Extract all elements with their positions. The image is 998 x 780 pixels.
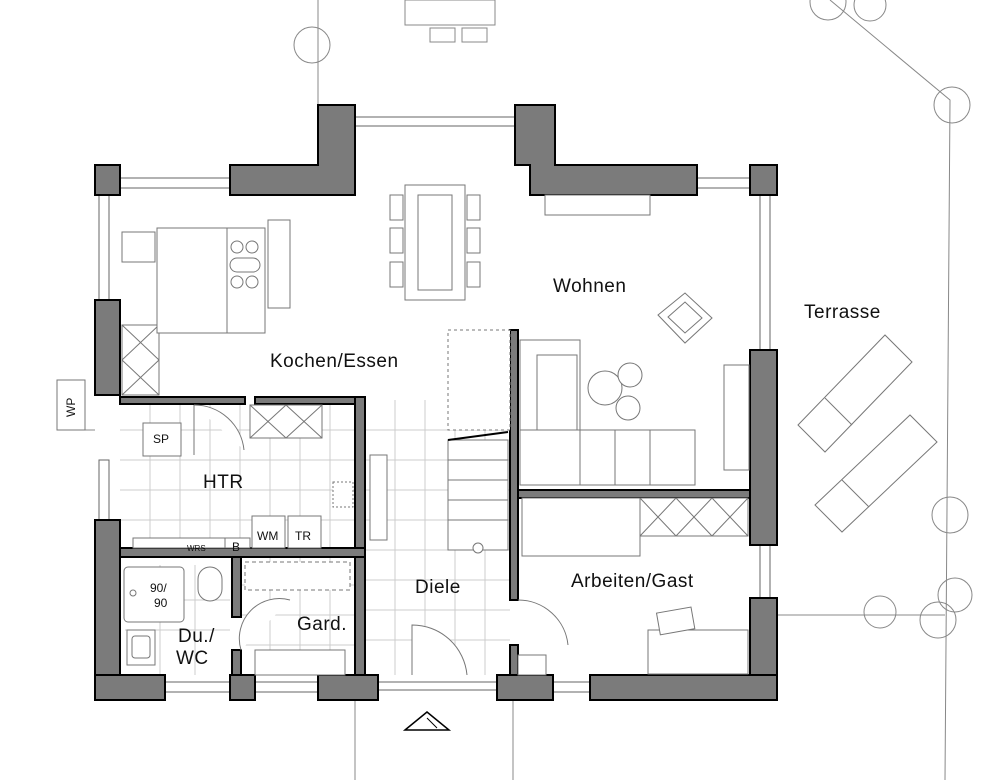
room-label-du-wc-line2: WC	[176, 648, 209, 669]
fixture-label-tr: TR	[295, 529, 311, 543]
room-label-du-wc-line1: Du./	[178, 626, 215, 647]
room-label-gard: Gard.	[297, 614, 347, 635]
fixture-label-sp: SP	[153, 432, 169, 446]
furniture	[56, 184, 750, 731]
fixture-label-wm: WM	[257, 529, 278, 543]
terrace-loungers	[797, 334, 938, 533]
fixture-label-wrs: WRS	[187, 544, 206, 553]
room-label-kochen-essen: Kochen/Essen	[270, 351, 399, 372]
shower-size-line2: 90	[154, 596, 168, 610]
room-label-arbeiten-gast: Arbeiten/Gast	[571, 571, 694, 592]
fixture-label-b: B	[232, 540, 240, 554]
room-label-htr: HTR	[203, 472, 244, 493]
room-label-wohnen: Wohnen	[553, 276, 626, 297]
walls	[94, 104, 778, 701]
fixture-label-wp: WP	[64, 398, 78, 417]
room-label-terrasse: Terrasse	[804, 302, 881, 323]
site-elements	[70, 0, 973, 780]
room-label-diele: Diele	[415, 577, 461, 598]
shower-size-line1: 90/	[150, 581, 167, 595]
